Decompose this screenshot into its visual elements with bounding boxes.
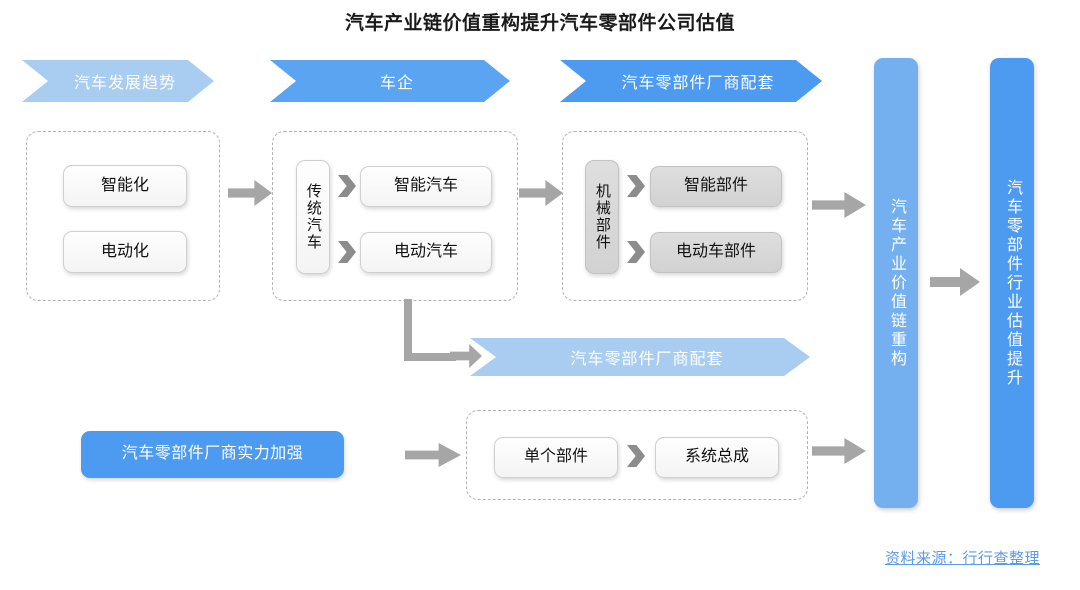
vbar-value-chain-restructuring[interactable]: 汽车产业价值链重构 xyxy=(874,58,918,508)
node-single-component[interactable]: 单个部件 xyxy=(494,437,618,478)
page-title: 汽车产业链价值重构提升汽车零部件公司估值 xyxy=(344,13,735,34)
banner-label: 汽车发展趋势 xyxy=(73,75,176,92)
node-label: 系统总成 xyxy=(684,448,749,466)
group-automotive-trends xyxy=(26,131,220,301)
source-note: 资料来源：行行查整理 xyxy=(884,550,1040,567)
chevron-arrow-to-electric-vehicle xyxy=(338,241,356,263)
node-mechanical-parts[interactable]: 机械部件 xyxy=(585,160,619,274)
node-ev-parts[interactable]: 电动车部件 xyxy=(650,232,782,273)
banner-label: 汽车零部件厂商配套 xyxy=(621,75,775,92)
node-intelligentization[interactable]: 智能化 xyxy=(63,165,187,207)
node-label: 汽车零部件厂商实力加强 xyxy=(121,445,304,463)
node-label: 电动化 xyxy=(100,242,149,260)
banner-automotive-trends[interactable]: 汽车发展趋势 xyxy=(22,60,214,102)
node-label: 智能化 xyxy=(100,176,149,194)
vbar-valuation-uplift[interactable]: 汽车零部件行业估值提升 xyxy=(990,58,1034,508)
node-electric-vehicle[interactable]: 电动汽车 xyxy=(360,232,492,273)
chevron-arrow-to-smart-vehicle xyxy=(338,175,356,197)
node-label: 智能汽车 xyxy=(393,177,458,195)
arrow-suppliers-to-valuechain xyxy=(812,192,866,218)
chevron-arrow-to-ev-parts xyxy=(627,241,645,263)
node-label: 单个部件 xyxy=(523,448,588,466)
arrow-strength-to-assembly xyxy=(405,443,461,467)
banner-label: 汽车零部件厂商配套 xyxy=(570,351,724,368)
vbar-label: 汽车零部件行业估值提升 xyxy=(1004,178,1021,388)
node-label: 传统汽车 xyxy=(304,183,322,251)
banner-parts-suppliers-secondary[interactable]: 汽车零部件厂商配套 xyxy=(470,338,810,376)
arrow-trends-to-automakers xyxy=(228,180,272,206)
arrow-assembly-to-valuechain xyxy=(812,438,866,464)
node-label: 智能部件 xyxy=(683,177,748,195)
node-smart-vehicle[interactable]: 智能汽车 xyxy=(360,166,492,207)
node-electrification[interactable]: 电动化 xyxy=(63,231,187,273)
chevron-arrow-to-system-assembly xyxy=(627,445,645,467)
banner-parts-suppliers[interactable]: 汽车零部件厂商配套 xyxy=(560,60,822,102)
banner-label: 车企 xyxy=(379,75,414,92)
node-smart-parts[interactable]: 智能部件 xyxy=(650,166,782,207)
chevron-arrow-to-smart-parts xyxy=(627,175,645,197)
arrow-valuechain-to-valuation xyxy=(930,268,980,296)
node-label: 电动汽车 xyxy=(393,243,458,261)
arrow-to-middle-banner xyxy=(450,344,482,368)
node-system-assembly[interactable]: 系统总成 xyxy=(655,437,779,478)
node-supplier-strength[interactable]: 汽车零部件厂商实力加强 xyxy=(81,431,344,478)
elbow-connector-vertical xyxy=(404,299,412,361)
arrow-automakers-to-suppliers xyxy=(519,180,563,206)
node-label: 电动车部件 xyxy=(675,243,756,261)
node-traditional-vehicle[interactable]: 传统汽车 xyxy=(296,160,330,274)
node-label: 机械部件 xyxy=(593,183,611,251)
vbar-label: 汽车产业价值链重构 xyxy=(888,197,905,369)
banner-automakers[interactable]: 车企 xyxy=(270,60,510,102)
elbow-connector-horizontal xyxy=(404,353,456,361)
